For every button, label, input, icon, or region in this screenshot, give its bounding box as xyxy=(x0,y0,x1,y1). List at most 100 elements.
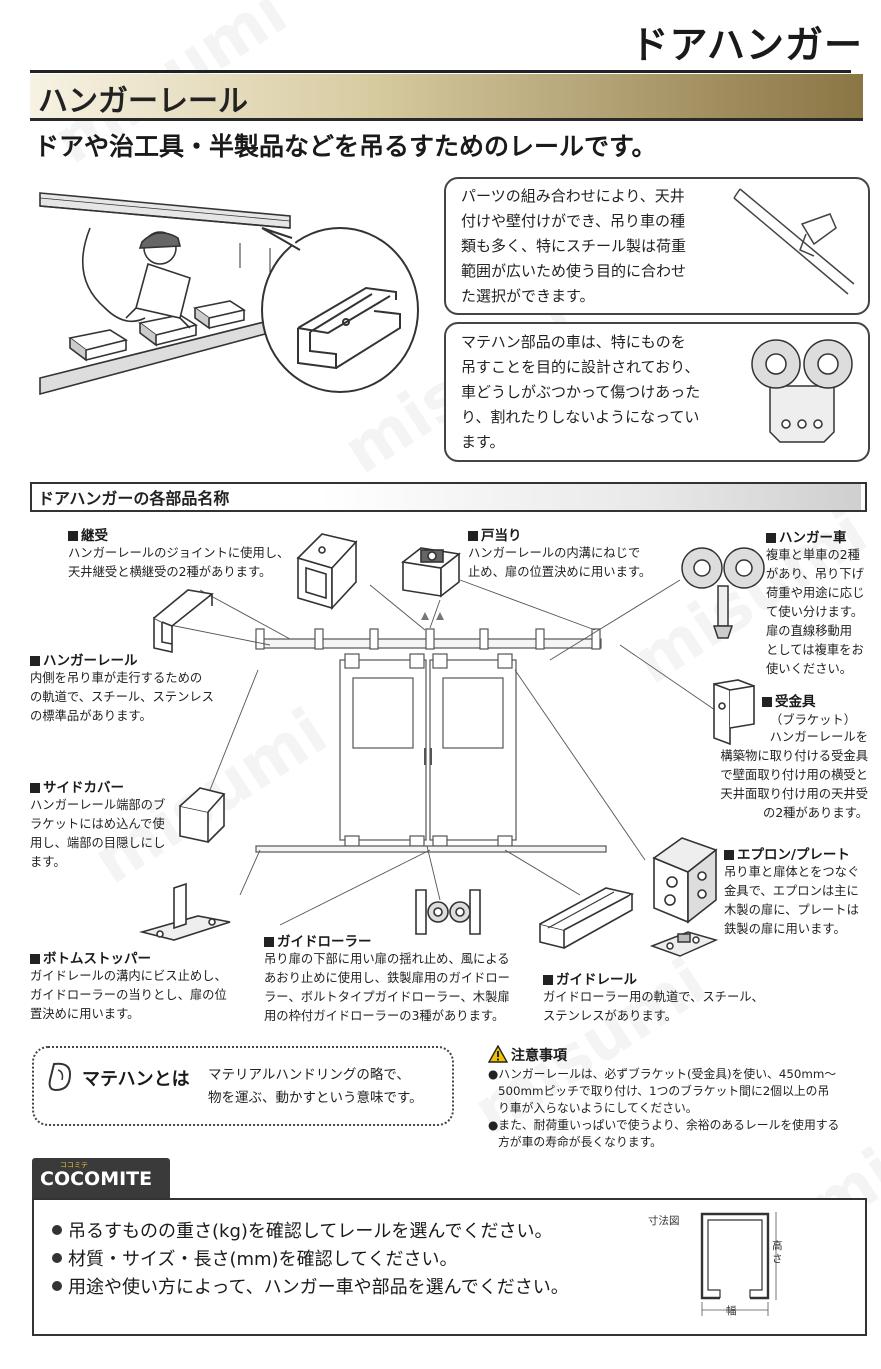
dimension-height: 高さ xyxy=(772,1240,783,1265)
bullet-dot xyxy=(52,1281,62,1291)
matehan-title: マテハンとは xyxy=(82,1069,190,1090)
desc-line: 天井面取り付け用の天井受 xyxy=(720,787,868,801)
info-line: り、割れたりしないようになってい xyxy=(461,408,700,426)
joint-bracket-illustration xyxy=(296,533,358,610)
part-door-stop: 戸当り ハンガーレールの内溝にねじで 止め、扉の位置決めに用います。 xyxy=(468,524,651,582)
desc-line: 金具で、エプロンは主に xyxy=(724,884,859,898)
door-hanger-diagram xyxy=(169,579,716,926)
desc-line: 使いください。 xyxy=(766,662,853,676)
desc-line: ステンレスがあります。 xyxy=(543,1009,678,1023)
info-line: 付けや壁付けができ、吊り車の種 xyxy=(461,212,685,230)
desc-line: 用の枠付ガイドローラーの3種があります。 xyxy=(264,1009,505,1023)
desc-line: ハンガーレール端部のブ xyxy=(30,798,166,812)
cocomite-logo: COCOMITE xyxy=(40,1168,153,1190)
bullet-square xyxy=(468,531,478,541)
part-subtitle: （ブラケット） xyxy=(770,713,857,727)
info-line: マテハン部品の車は、特にものを xyxy=(461,333,686,351)
part-desc: ハンガーレールの内溝にねじで 止め、扉の位置決めに用います。 xyxy=(468,544,651,582)
door-stop-illustration xyxy=(401,547,461,598)
desc-line: ガイドレールの溝内にビス止めし、 xyxy=(30,969,227,983)
info-line: 吊すことを目的に設計されており、 xyxy=(461,358,700,376)
dimension-width: 幅 xyxy=(726,1305,737,1317)
rail-cross-section xyxy=(700,1212,777,1316)
bullet-square xyxy=(766,533,776,543)
part-title: 戸当り xyxy=(468,524,651,544)
rail-usage-illustration xyxy=(39,192,419,396)
caution-title: 注意事項 xyxy=(511,1048,567,1064)
desc-line: で壁面取り付け用の横受と xyxy=(720,768,868,782)
info-text-combination: パーツの組み合わせにより、天井 付けや壁付けができ、吊り車の種 類も多く、特にス… xyxy=(461,184,686,309)
part-bottom-stopper: ボトムストッパー ガイドレールの溝内にビス止めし、 ガイドローラーの当りとし、扉… xyxy=(30,947,227,1024)
info-line: 車どうしがぶつかって傷つけあった xyxy=(461,383,701,401)
caution-line: ●ハンガーレールは、必ずブラケット(受金具)を使い、450mm～ xyxy=(488,1067,837,1081)
info-line: ます。 xyxy=(461,433,505,451)
part-desc: ガイドレールの溝内にビス止めし、 ガイドローラーの当りとし、扉の位 置決めに用い… xyxy=(30,967,227,1024)
info-box-combination xyxy=(444,177,870,315)
bracket-mount-illustration xyxy=(733,188,855,295)
bracket-illustration xyxy=(713,679,755,746)
bullet-square xyxy=(543,975,553,985)
part-title-text: 戸当り xyxy=(481,528,522,544)
hanger-wheel-illustration xyxy=(751,339,853,443)
part-side-cover: サイドカバー ハンガーレール端部のブ ラケットにはめ込んで使 用し、端部の目隠し… xyxy=(30,776,165,872)
part-desc: ハンガーレール端部のブ ラケットにはめ込んで使 用し、端部の目隠しにし ます。 xyxy=(30,796,165,872)
desc-line: 荷重や用途に応じ xyxy=(766,586,865,600)
bullet-square xyxy=(68,531,78,541)
part-title: 受金具 xyxy=(706,690,868,710)
desc-line: としては複車をお xyxy=(766,643,864,657)
part-hanger-wheel: ハンガー車 複車と単車の2種 があり、吊り下げ 荷重や用途に応じ て使い分けます… xyxy=(766,526,864,679)
apron-illustration xyxy=(652,837,718,924)
part-title-text: ガイドローラー xyxy=(277,934,372,950)
desc-line: ハンガーレールの内溝にねじで xyxy=(468,546,641,560)
part-title-text: 継受 xyxy=(81,528,108,544)
cocomite-item: 用途や使い方によって、ハンガー車や部品を選んでください。 xyxy=(52,1273,569,1299)
guide-roller-illustration xyxy=(415,889,481,935)
desc-line: 鉄製の扉に用います。 xyxy=(724,922,846,936)
desc-line: 吊り車と扉体とをつなぐ xyxy=(724,865,860,879)
info-line: 範囲が広いため使う目的に合わせ xyxy=(461,262,687,280)
bullet-square xyxy=(762,697,772,707)
cocomite-item-text: 用途や使い方によって、ハンガー車や部品を選んでください。 xyxy=(68,1277,569,1298)
part-title: 継受 xyxy=(68,524,289,544)
hanger-rail-illustration xyxy=(153,589,214,653)
cocomite-item-text: 吊るすものの重さ(kg)を確認してレールを選んでください。 xyxy=(68,1221,553,1242)
matehan-line: 物を運ぶ、動かすという意味です。 xyxy=(208,1090,423,1106)
cocomite-tab xyxy=(32,1158,170,1198)
caution-line: 500mmピッチで取り付け、1つのブラケット間に2個以上の吊 xyxy=(498,1084,830,1098)
part-guide-roller: ガイドローラー 吊り扉の下部に用い扉の揺れ止め、風による あおり止めに使用し、鉄… xyxy=(264,930,510,1026)
dimension-label: 寸法図 xyxy=(648,1215,680,1227)
part-joint: 継受 ハンガーレールのジョイントに使用し、 天井継受と横継受の2種があります。 xyxy=(68,524,289,582)
desc-line: 木製の扉に、プレートは xyxy=(724,903,859,917)
caution-line: り車が入らないようにしてください。 xyxy=(498,1101,698,1115)
desc-line: 内側を吊り車が走行するための xyxy=(30,671,203,685)
title-rule xyxy=(30,70,851,73)
desc-line: の標準品があります。 xyxy=(30,709,152,723)
part-bracket: 受金具 （ブラケット） ハンガーレールを 構築物に取り付ける受金具 で壁面取り付… xyxy=(706,690,868,823)
desc-line: ラー、ボルトタイプガイドローラー、木製扉 xyxy=(264,990,510,1004)
part-title: ガイドレール xyxy=(543,968,764,988)
info-line: た選択ができます。 xyxy=(461,287,595,305)
bullet-square xyxy=(724,850,734,860)
parts-band-shade xyxy=(320,484,861,510)
warning-icon xyxy=(488,1045,508,1063)
info-text-wheels: マテハン部品の車は、特にものを 吊すことを目的に設計されており、 車どうしがぶつ… xyxy=(461,330,700,455)
part-title-text: ハンガー車 xyxy=(779,530,847,546)
hanger-wheel-part-illustration xyxy=(681,547,765,639)
cocomite-item: 材質・サイズ・長さ(mm)を確認してください。 xyxy=(52,1245,458,1271)
desc-line: あおり止めに使用し、鉄製扉用のガイドロー xyxy=(264,971,510,985)
desc-line: の軌道で、スチール、ステンレス xyxy=(30,690,214,704)
bullet-square xyxy=(30,954,40,964)
section-band-rule xyxy=(30,118,863,121)
part-title: ボトムストッパー xyxy=(30,947,227,967)
part-desc: 吊り車と扉体とをつなぐ 金具で、エプロンは主に 木製の扉に、プレートは 鉄製の扉… xyxy=(724,863,859,939)
part-desc: ガイドローラー用の軌道で、スチール、 ステンレスがあります。 xyxy=(543,988,764,1026)
part-desc: ハンガーレールのジョイントに使用し、 天井継受と横継受の2種があります。 xyxy=(68,544,289,582)
info-line: 類も多く、特にスチール製は荷重 xyxy=(461,237,687,255)
matehan-box xyxy=(32,1046,454,1126)
info-line: パーツの組み合わせにより、天井 xyxy=(461,187,685,205)
desc-line: の2種があります。 xyxy=(763,806,868,820)
part-title-text: ボトムストッパー xyxy=(43,951,151,967)
lead-text: ドアや治工具・半製品などを吊るすためのレールです。 xyxy=(34,132,657,161)
desc-line: ガイドローラーの当りとし、扉の位 xyxy=(30,988,227,1002)
desc-line: ます。 xyxy=(30,855,66,869)
